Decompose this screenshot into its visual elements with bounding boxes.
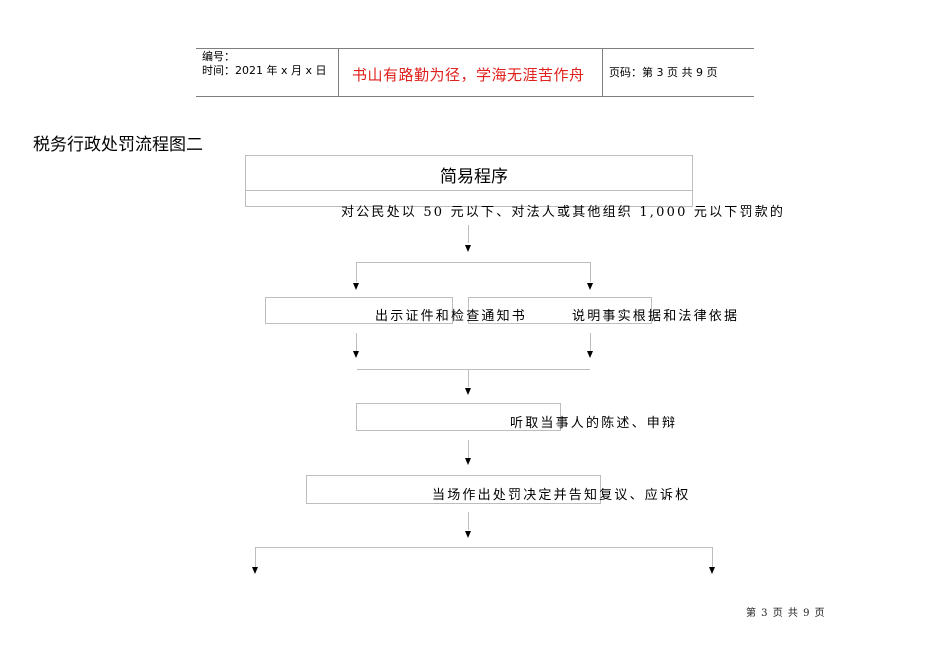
- arrow-down-icon: [353, 283, 359, 290]
- connector-line: [712, 547, 713, 567]
- header-top-border: [196, 48, 754, 49]
- footer-page-info: 第 3 页 共 9 页: [746, 608, 825, 619]
- connector-line: [255, 547, 256, 567]
- condition-text: 对公民处以 50 元以下、对法人或其他组织 1,000 元以下罚款的: [341, 205, 786, 220]
- header-number-label: 编号：: [202, 50, 235, 63]
- merge-line: [357, 369, 590, 370]
- connector-line: [468, 440, 469, 458]
- arrow-down-icon: [353, 351, 359, 358]
- arrow-down-icon: [587, 351, 593, 358]
- header-divider-2: [602, 48, 603, 96]
- decision-box: [306, 475, 601, 504]
- connector-line: [356, 262, 357, 282]
- arrow-down-icon: [465, 245, 471, 252]
- arrow-down-icon: [252, 567, 258, 574]
- simple-procedure-box-lower: [245, 189, 693, 207]
- connector-line: [356, 333, 357, 351]
- explain-basis-box: [468, 297, 652, 324]
- step-explain-basis: 说明事实根据和法律依据: [572, 309, 740, 324]
- header-motto: 书山有路勤为径，学海无涯苦作舟: [352, 66, 585, 84]
- simple-procedure-title: 简易程序: [440, 167, 508, 187]
- simple-procedure-box: [245, 155, 693, 191]
- header-divider-1: [338, 48, 339, 96]
- final-split-line: [255, 547, 713, 548]
- header-bottom-border: [196, 96, 754, 97]
- connector-line: [468, 225, 469, 243]
- arrow-down-icon: [465, 458, 471, 465]
- connector-line: [590, 262, 591, 282]
- step-show-id: 出示证件和检查通知书: [375, 309, 528, 324]
- document-title: 税务行政处罚流程图二: [33, 135, 203, 155]
- arrow-down-icon: [465, 388, 471, 395]
- split-line: [356, 262, 591, 263]
- step-decision: 当场作出处罚决定并告知复议、应诉权: [432, 488, 691, 503]
- arrow-down-icon: [709, 567, 715, 574]
- connector-line: [590, 333, 591, 351]
- arrow-down-icon: [587, 283, 593, 290]
- connector-line: [468, 369, 469, 387]
- header-page-info: 页码：第 3 页 共 9 页: [609, 66, 718, 79]
- header-date-label: 时间：2021 年 x 月 x 日: [202, 64, 327, 77]
- hear-statements-box: [356, 403, 561, 431]
- arrow-down-icon: [465, 531, 471, 538]
- show-id-box: [265, 297, 453, 324]
- connector-line: [468, 512, 469, 530]
- step-hear-statements: 听取当事人的陈述、申辩: [510, 416, 678, 431]
